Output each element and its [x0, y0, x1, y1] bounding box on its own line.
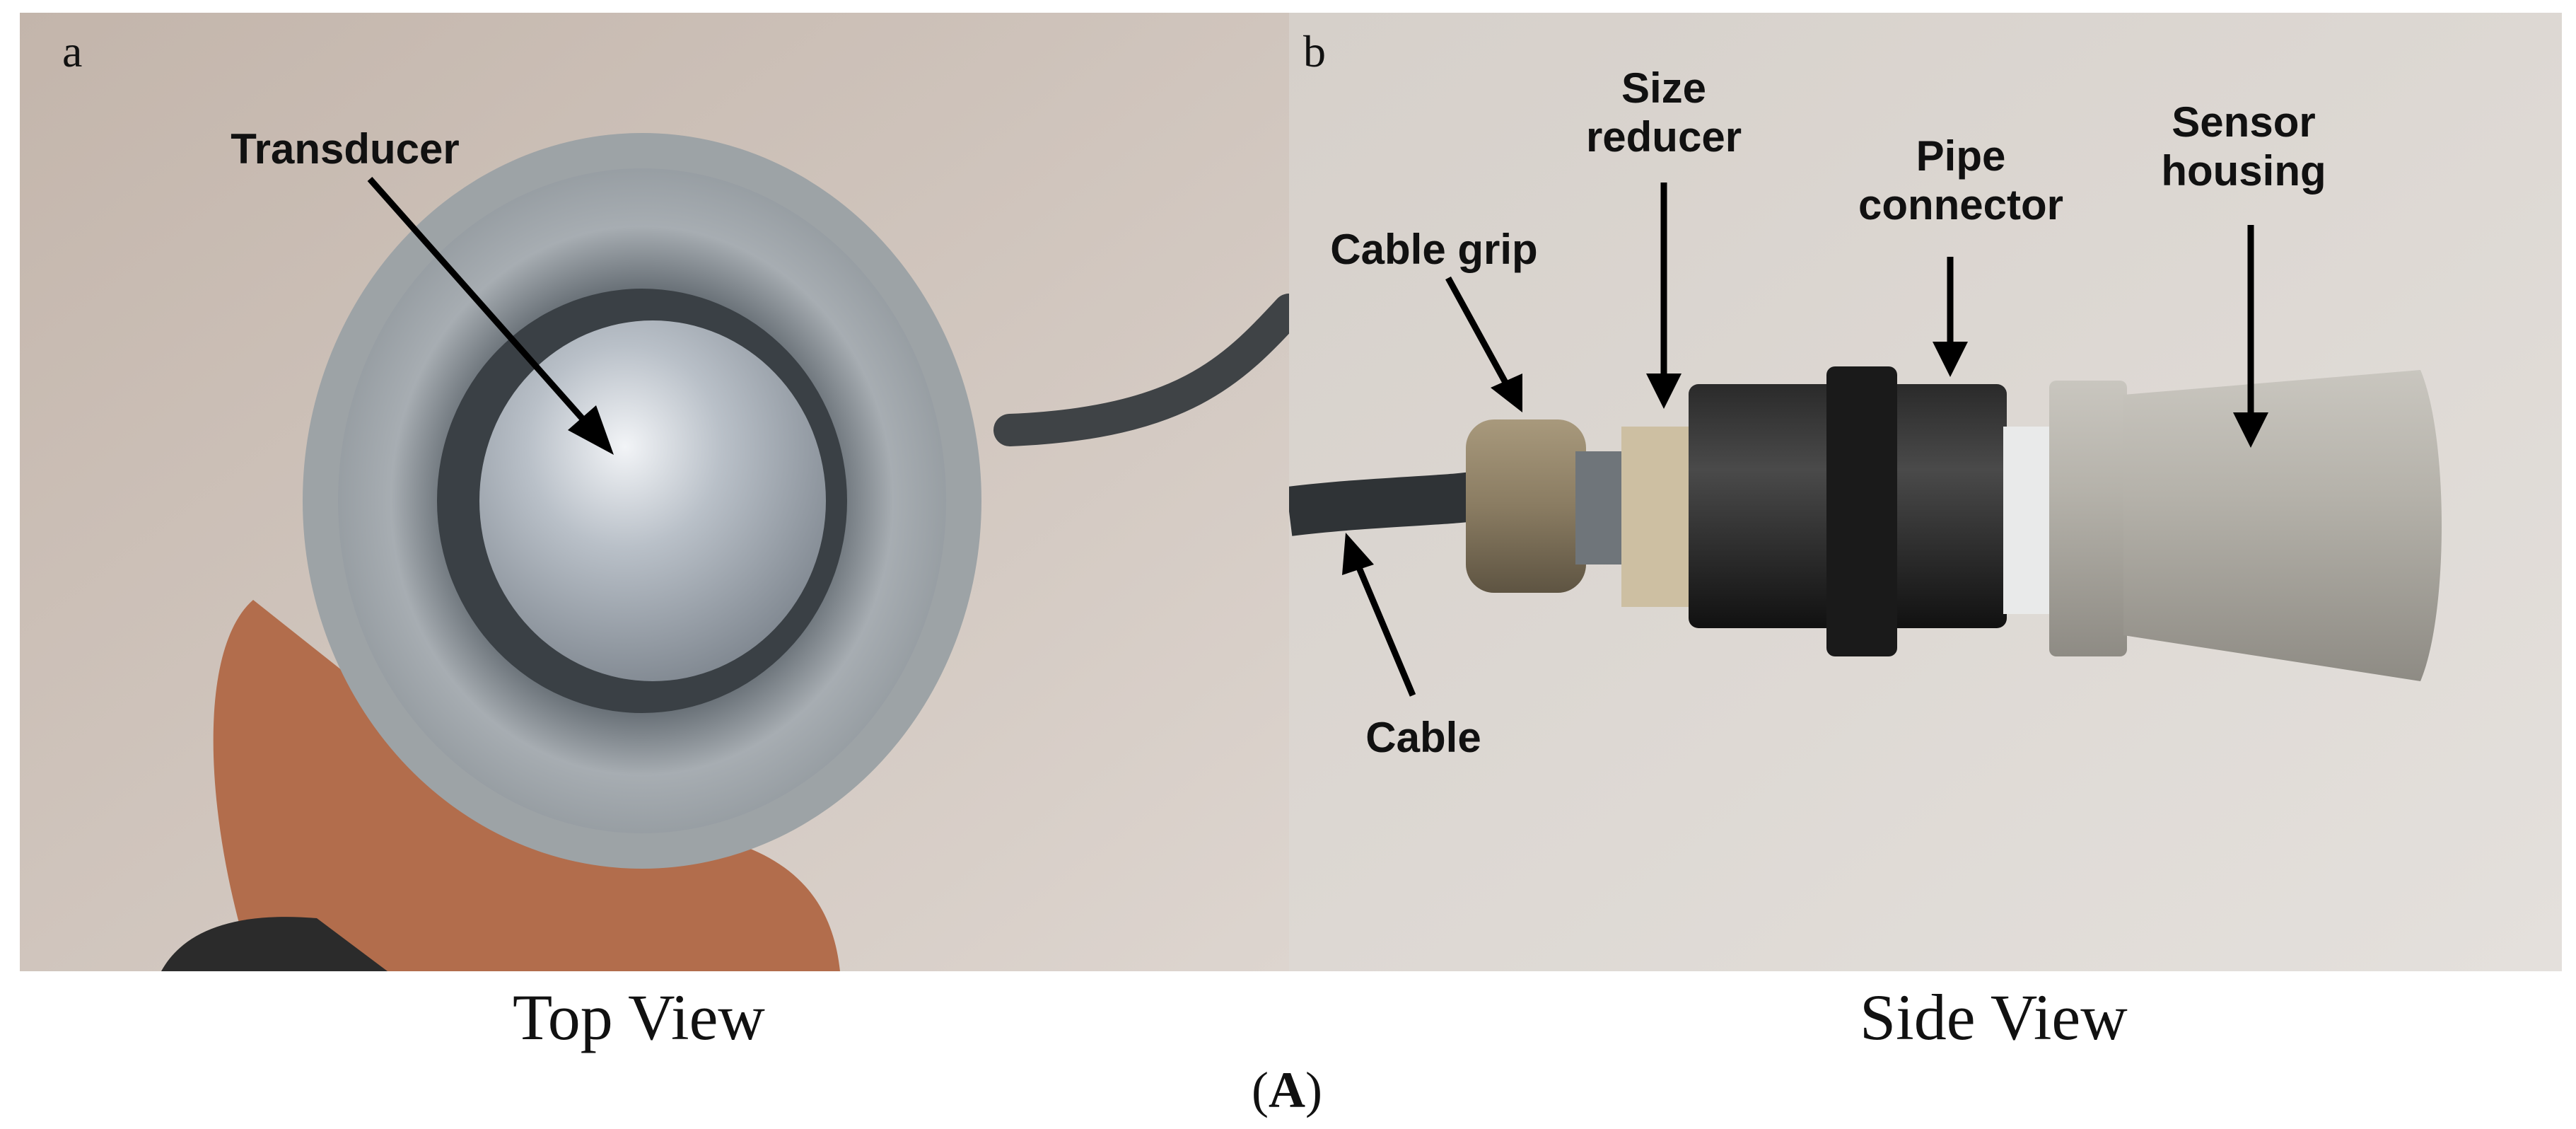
cable-callout: Cable	[1365, 714, 1481, 761]
cable-grip-arrow	[1445, 276, 1522, 412]
top-view-photo: a Transducer	[20, 13, 1289, 971]
side-view-arrows	[1342, 183, 2268, 697]
side-view-caption: Side View	[1860, 981, 2128, 1053]
transducer-arrow	[367, 177, 614, 455]
pipe-connector-arrow	[1933, 257, 1968, 377]
panel-letter-a: a	[62, 26, 83, 76]
size-reducer-arrow	[1646, 183, 1682, 409]
transducer-callout: Transducer	[231, 125, 460, 173]
side-view-photo: b Size reducer Pipe connector Sensor hou…	[1289, 13, 2562, 971]
cable-arrow	[1342, 533, 1416, 697]
cable-grip-callout: Cable grip	[1330, 226, 1538, 273]
side-view-illustration	[1289, 13, 2562, 971]
pipe-connector-callout: Pipe connector	[1858, 132, 2064, 228]
sensor-housing-callout: Sensor housing	[2161, 98, 2326, 195]
panel-letter-b: b	[1303, 26, 1326, 76]
figure-label: (A)	[1252, 1062, 1322, 1118]
top-view-illustration	[20, 13, 1289, 971]
size-reducer-callout: Size reducer	[1585, 64, 1742, 161]
transducer-disc	[479, 320, 826, 681]
top-view-caption: Top View	[513, 981, 765, 1053]
sensor-housing-arrow	[2233, 225, 2268, 448]
